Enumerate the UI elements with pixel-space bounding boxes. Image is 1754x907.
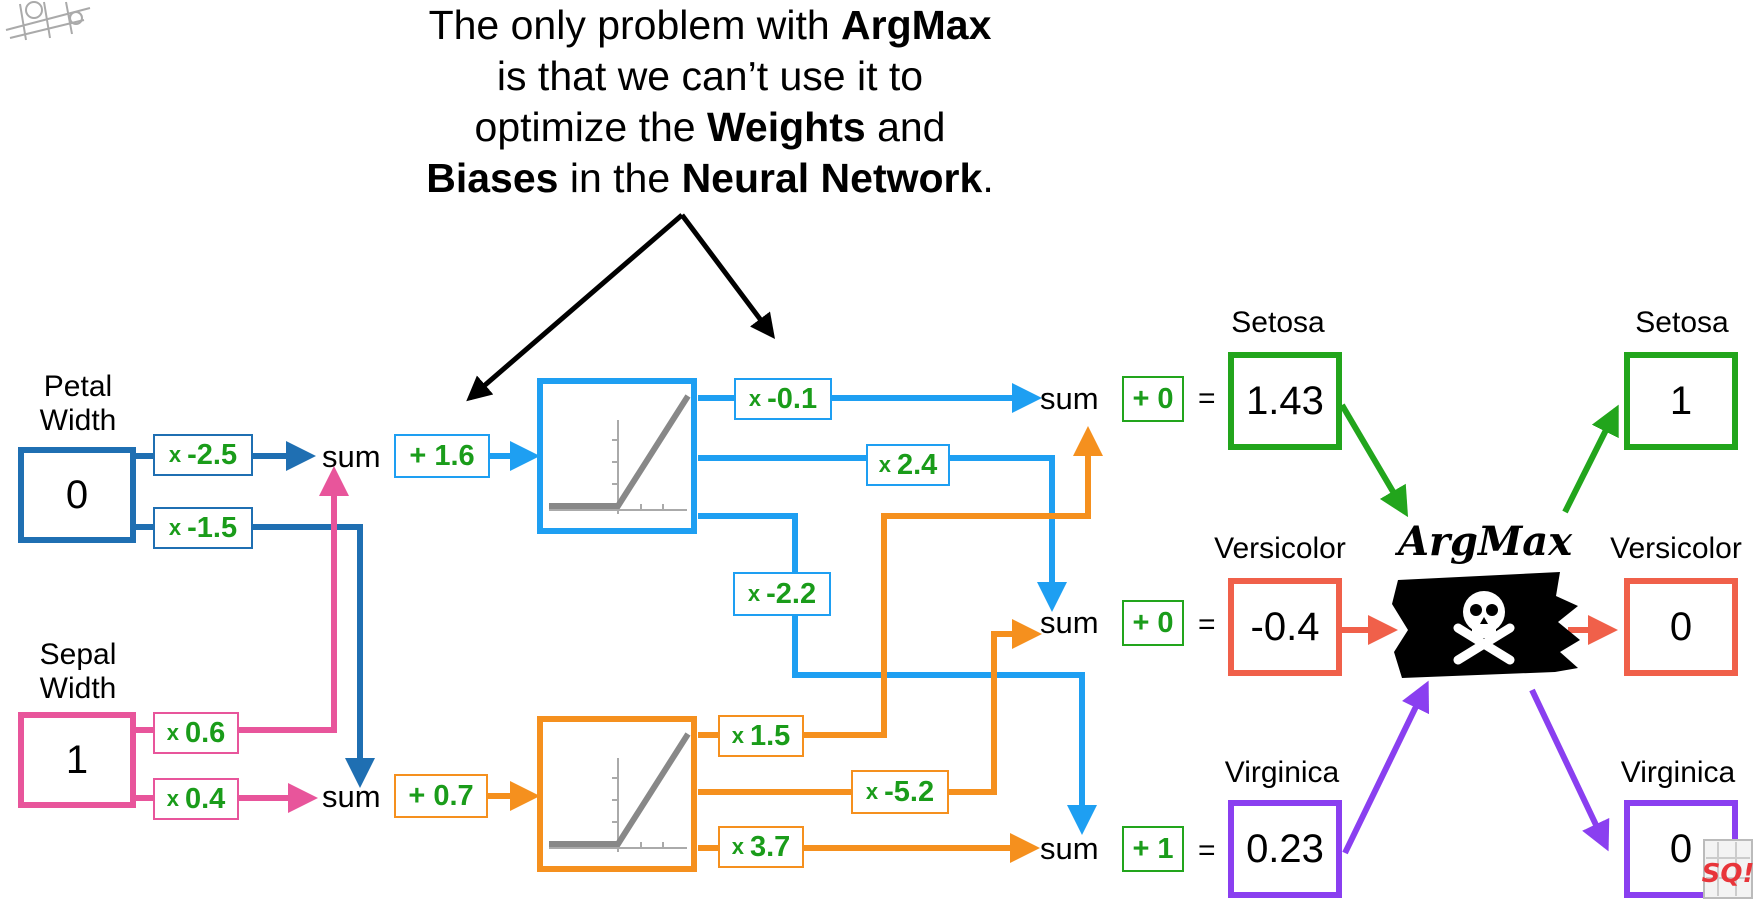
bias-box-top: + 1.6 [394, 434, 490, 478]
sepal-width-label: Sepal Width [22, 638, 134, 706]
raw-label-virginica: Virginica [1224, 756, 1340, 789]
wire-argmax-to-virginica [1529, 688, 1610, 852]
wire-orange-to-versicolor-sum [698, 619, 1042, 795]
multiply-symbol: x [166, 786, 179, 811]
raw-output-virginica: 0.23 [1228, 800, 1342, 898]
caption-line-3: optimize the Weights and [300, 102, 1120, 153]
hidden-sum-top: sum [322, 439, 381, 474]
argmax-label-setosa: Setosa [1635, 306, 1729, 339]
logo-text: SQ! [1702, 859, 1754, 889]
caption-text-segment: The only problem with [428, 2, 842, 48]
petal-width-input: 0 [18, 447, 136, 543]
caption-line-2: is that we can’t use it to [300, 51, 1120, 102]
equals-setosa: = [1198, 382, 1216, 415]
caption-arrow-right [680, 213, 775, 339]
argmax-output-setosa: 1 [1624, 352, 1738, 450]
relu-graph-icon [549, 732, 691, 852]
wire-blue-to-virginica-sum [698, 513, 1097, 835]
weight-value: 1.5 [749, 719, 791, 752]
multiply-symbol: x [168, 515, 182, 540]
raw-output-setosa: 1.43 [1228, 352, 1342, 450]
logo-sketch-icon [5, 1, 91, 41]
caption-bold-neural-network: Neural Network [681, 155, 983, 201]
output-sum-virginica: sum [1040, 831, 1099, 866]
raw-label-setosa: Setosa [1231, 306, 1325, 339]
multiply-symbol: x [166, 720, 179, 745]
bias-box-virginica: + 1 [1122, 826, 1184, 872]
weight-value: 0.6 [184, 716, 226, 749]
equals-versicolor: = [1198, 608, 1216, 641]
caption-text-segment: and [865, 104, 946, 150]
multiply-symbol: x [168, 442, 182, 467]
caption-text-segment: in the [558, 155, 682, 201]
raw-label-versicolor: Versicolor [1214, 532, 1346, 565]
multiply-symbol: x [747, 581, 761, 606]
bias-box-versicolor: + 0 [1122, 600, 1184, 646]
bias-box-bottom: + 0.7 [394, 774, 488, 818]
caption-bold-argmax: ArgMax [841, 2, 992, 48]
weight-box-orange-versicolor: x-5.2 [851, 770, 949, 814]
weight-value: -2.2 [766, 577, 817, 610]
sepal-label-line-2: Width [39, 672, 117, 705]
bias-box-setosa: + 0 [1122, 376, 1184, 422]
petal-width-label: Petal Width [28, 370, 128, 438]
argmax-output-versicolor: 0 [1624, 578, 1738, 676]
multiply-symbol: x [878, 452, 891, 477]
weight-value: -2.5 [187, 438, 238, 471]
caption-text-segment: optimize the [474, 104, 707, 150]
wire-virginica-to-argmax [1342, 680, 1430, 855]
petal-label-line-1: Petal [43, 370, 113, 403]
multiply-symbol: x [865, 779, 879, 804]
statquest-logo-top-left [0, 0, 96, 42]
multiply-symbol: x [731, 834, 744, 859]
weight-value: 3.7 [749, 830, 791, 863]
multiply-symbol: x [748, 386, 762, 411]
multiply-symbol: x [731, 723, 744, 748]
weight-box-petal-top: x-2.5 [153, 434, 253, 476]
hidden-sum-bottom: sum [322, 779, 381, 814]
caption-text-segment: is that we can’t use it to [496, 53, 924, 99]
logo-badge-icon: SQ! [1702, 839, 1754, 899]
relu-graph-icon [549, 394, 691, 514]
relu-node-bottom [537, 716, 697, 872]
weight-value: -0.1 [767, 382, 818, 415]
caption-text: The only problem with ArgMax is that we … [300, 0, 1120, 204]
caption-bold-weights: Weights [706, 104, 866, 150]
weight-value: -5.2 [884, 775, 935, 808]
output-sum-versicolor: sum [1040, 605, 1099, 640]
output-sum-setosa: sum [1040, 381, 1099, 416]
weight-box-blue-setosa: x-0.1 [734, 378, 832, 420]
weight-box-blue-virginica: x-2.2 [733, 572, 831, 616]
weight-value: -1.5 [187, 511, 238, 544]
wire-argmax-to-setosa [1562, 404, 1619, 514]
relu-node-top [537, 378, 697, 534]
argmax-label-versicolor: Versicolor [1610, 532, 1742, 565]
wire-blue-to-versicolor-sum [698, 455, 1067, 612]
wire-setosa-to-argmax [1339, 403, 1409, 518]
weight-value: 0.4 [184, 782, 226, 815]
equals-virginica: = [1198, 834, 1216, 867]
argmax-title: ArgMax [1397, 518, 1573, 565]
caption-line-4: Biases in the Neural Network. [300, 153, 1120, 204]
skull-crossbones-icon [1453, 591, 1515, 665]
caption-bold-biases: Biases [426, 155, 559, 201]
statquest-logo-bottom-right: SQ! [1700, 836, 1754, 902]
caption-text-segment: . [982, 155, 994, 201]
sepal-width-input: 1 [18, 712, 136, 808]
caption-line-1: The only problem with ArgMax [300, 0, 1120, 51]
weight-value: 2.4 [896, 448, 938, 481]
caption-arrow-left [466, 213, 684, 402]
wire-orange-to-setosa-sum [698, 426, 1103, 738]
petal-label-line-2: Width [39, 404, 117, 437]
weight-box-petal-bottom: x-1.5 [153, 507, 253, 549]
sepal-label-line-1: Sepal [39, 638, 117, 671]
raw-output-versicolor: -0.4 [1228, 578, 1342, 676]
argmax-label-virginica: Virginica [1620, 756, 1736, 789]
